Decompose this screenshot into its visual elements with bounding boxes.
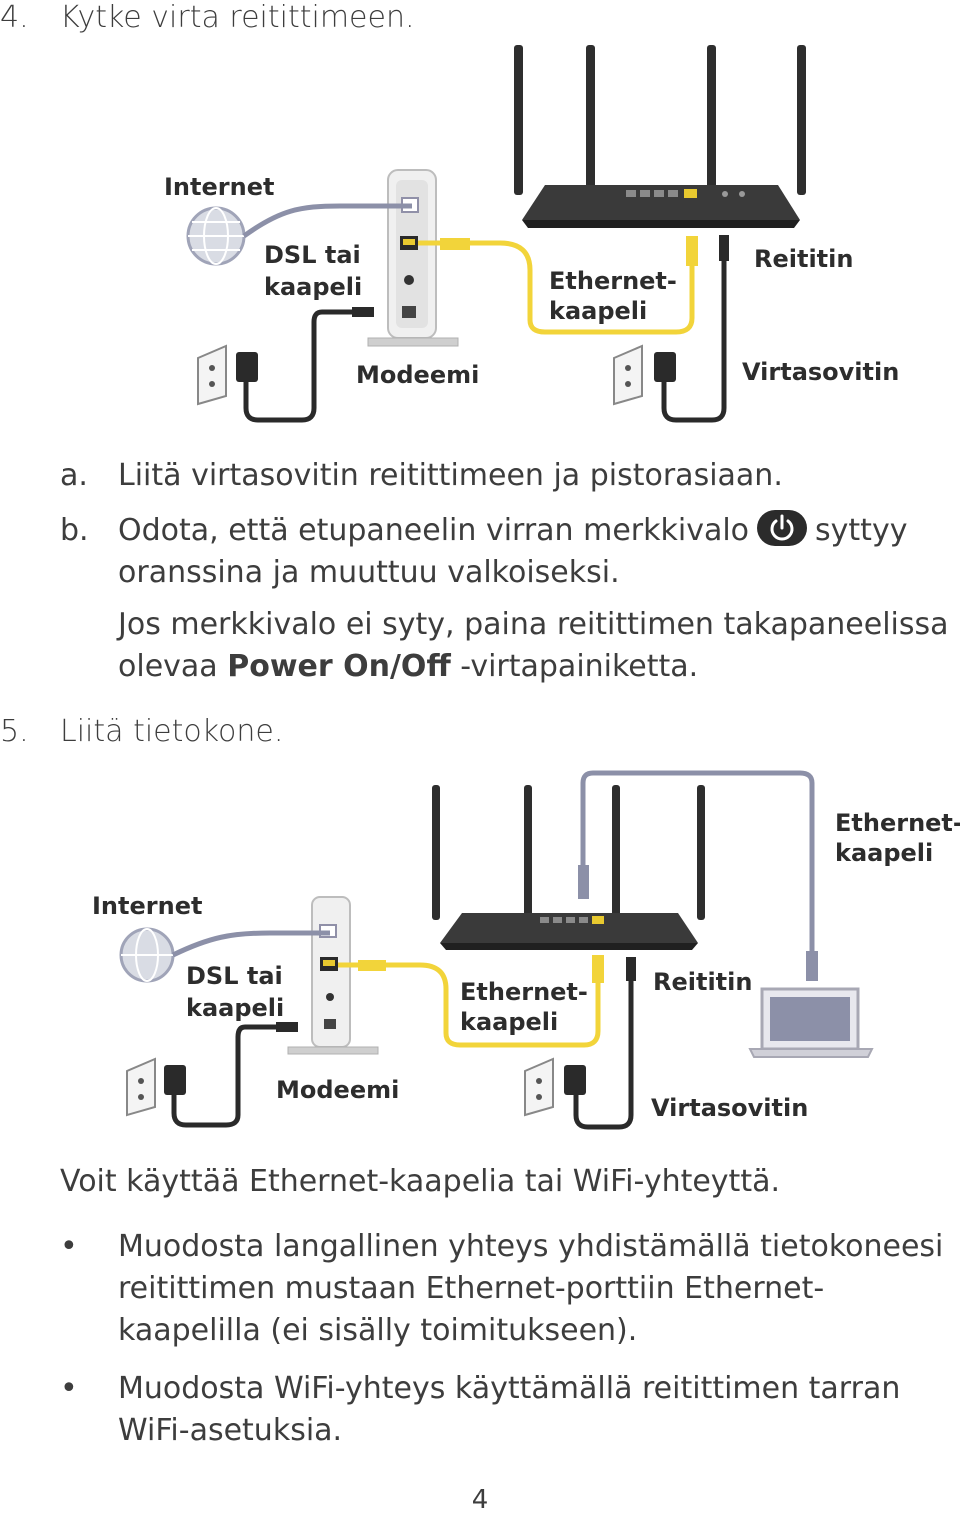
bullet-text: Muodosta WiFi-yhteys käyttämällä reititt… [118, 1371, 901, 1448]
substep-note-prefix: olevaa [118, 649, 218, 684]
modem-power-cable [243, 309, 360, 423]
substep-b: b. Odota, että etupaneelin virran merkki… [60, 509, 949, 690]
label-dsl-line2: kaapeli [186, 994, 285, 1022]
modem-device [367, 169, 459, 347]
step-number: 5. [0, 714, 29, 749]
label-router: Reititin [754, 245, 854, 273]
router-power-cable [573, 965, 634, 1130]
router-body [440, 913, 698, 950]
label-modem: Modeemi [356, 361, 480, 389]
wall-outlet-left [197, 344, 227, 406]
label-dsl-line1: DSL tai [186, 962, 283, 990]
label-ethernet-line1: Ethernet- [549, 267, 677, 295]
power-led-icon [757, 509, 808, 546]
label-ethernet-top-line1: Ethernet- [835, 809, 960, 837]
wall-outlet-right [524, 1057, 554, 1117]
modem-device [287, 896, 379, 1055]
label-adapter: Virtasovitin [651, 1094, 809, 1122]
bullet-dot: • [60, 1229, 78, 1264]
substep-line2: oranssina ja muuttuu valkoiseksi. [118, 555, 620, 590]
router-body [522, 185, 800, 228]
step-text: Kytke virta reitittimeen. [60, 0, 415, 35]
ethernet-cable [418, 240, 695, 335]
router-antennas [514, 45, 806, 195]
label-ethernet-mid-line2: kaapeli [460, 1008, 559, 1036]
power-button-name: Power On/Off [227, 649, 451, 684]
router-power-cable [661, 245, 727, 423]
substep-label: b. [60, 513, 89, 548]
label-internet: Internet [164, 173, 275, 201]
substep-note-line1: Jos merkkivalo ei syty, paina reitittime… [118, 607, 949, 642]
ethernet-cable-to-computer [580, 770, 815, 955]
bullet-text: Muodosta langallinen yhteys yhdistämällä… [118, 1229, 944, 1348]
router-antennas [432, 785, 705, 920]
substep-text-before: Odota, että etupaneelin virran merkkival… [118, 513, 750, 548]
label-router: Reititin [653, 968, 753, 996]
dsl-cable [171, 930, 330, 958]
modem-power-cable [171, 1024, 280, 1128]
diagram-power-router [186, 45, 806, 423]
label-ethernet-mid-line1: Ethernet- [460, 978, 588, 1006]
label-ethernet-top-line2: kaapeli [835, 839, 934, 867]
diagram-connect-computer [119, 770, 874, 1130]
ethernet-cable [338, 962, 601, 1048]
substep-note-suffix: -virtapainiketta. [460, 649, 699, 684]
wall-outlet-left [126, 1057, 156, 1117]
step-number: 4. [0, 0, 29, 35]
intro-text: Voit käyttää Ethernet-kaapelia tai WiFi-… [60, 1164, 780, 1199]
label-modem: Modeemi [276, 1076, 400, 1104]
label-dsl-line1: DSL tai [264, 241, 361, 269]
label-adapter: Virtasovitin [742, 358, 900, 386]
laptop-computer [748, 987, 874, 1058]
substep-label: a. [60, 458, 88, 493]
label-internet: Internet [92, 892, 203, 920]
substep-text: Liitä virtasovitin reitittimeen ja pisto… [118, 458, 783, 493]
internet-globe [119, 927, 175, 983]
step-text: Liitä tietokone. [60, 714, 284, 749]
dsl-cable [242, 203, 412, 239]
wall-outlet-right [613, 344, 643, 406]
substep-text-after: syttyy [815, 513, 908, 548]
page-number: 4 [471, 1485, 489, 1515]
internet-globe [186, 206, 246, 266]
bullet-dot: • [60, 1371, 78, 1406]
label-ethernet-line2: kaapeli [549, 297, 648, 325]
label-dsl-line2: kaapeli [264, 273, 363, 301]
